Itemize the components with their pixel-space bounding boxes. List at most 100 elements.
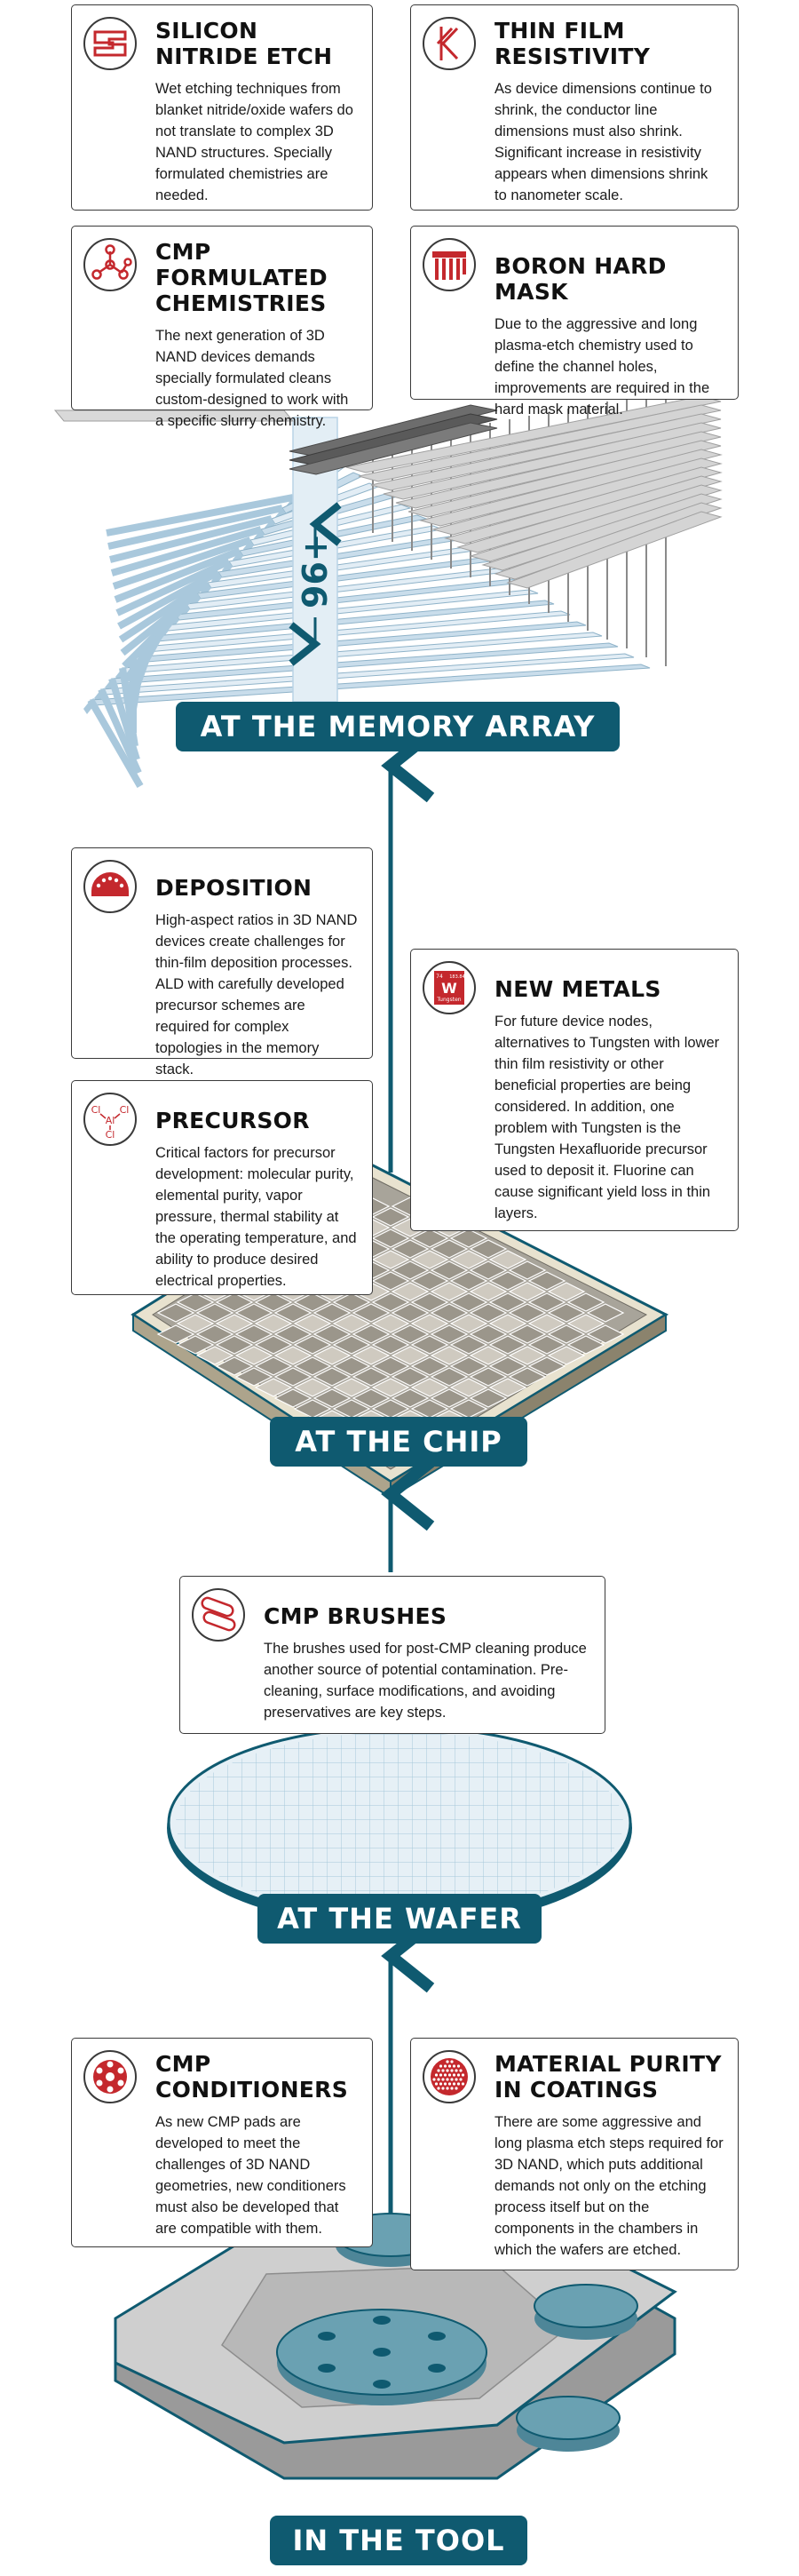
coating-dot [447, 2082, 452, 2086]
chip-cell [547, 1282, 586, 1301]
chip-cell [156, 1303, 195, 1323]
chip-cell [312, 1388, 352, 1408]
card-deposition: DEPOSITION High-aspect ratios in 3D NAND… [71, 847, 373, 1077]
chip-cell [508, 1303, 547, 1323]
chip-cell [273, 1388, 312, 1408]
word-line-beam [494, 502, 723, 580]
wafer-illustration [167, 1725, 632, 1928]
card-title-line2: CONDITIONERS [155, 2077, 349, 2103]
chip-cell [371, 1228, 410, 1248]
chip-cell [449, 1314, 488, 1333]
tungsten-name: Tungsten [436, 997, 461, 1003]
chip-cell [254, 1292, 293, 1312]
memory-stack-layers [83, 461, 651, 788]
chip-cell [469, 1388, 508, 1408]
tool-illustration [114, 2210, 677, 2480]
chip-cell [312, 1303, 352, 1323]
chip-cell [371, 1250, 410, 1269]
resistivity-icon [422, 16, 477, 71]
stage-banner-wafer: AT THE WAFER [257, 1894, 542, 1944]
chip-cell [449, 1292, 488, 1312]
chip-cell [391, 1260, 430, 1280]
card-body: Critical factors for precursor developme… [155, 1145, 357, 1289]
chip-cell [234, 1367, 273, 1387]
chip-cell [410, 1228, 449, 1248]
chip-cell [430, 1260, 469, 1280]
coating-dot [447, 2064, 452, 2068]
chip-cell [566, 1292, 605, 1312]
card-title: PRECURSOR [155, 1108, 310, 1133]
card-title-line1: CMP FORMULATED [155, 239, 328, 290]
stack-layer-left [110, 526, 263, 576]
chip-cell [449, 1271, 488, 1291]
conditioner-icon [83, 2049, 138, 2104]
chip-cell [410, 1292, 449, 1312]
chip-cell [527, 1335, 566, 1355]
chip-cell [234, 1303, 273, 1323]
word-line-beam [481, 493, 723, 571]
coating-dot [459, 2069, 463, 2072]
chip-cell [508, 1324, 547, 1344]
stage-banner-memory-array: AT THE MEMORY ARRAY [176, 702, 620, 751]
chip-cell [469, 1367, 508, 1387]
chip-cell [176, 1314, 215, 1333]
coating-dot [432, 2078, 436, 2081]
chip-cell [547, 1346, 586, 1365]
coating-dot [443, 2064, 447, 2068]
word-line-beam [383, 422, 722, 500]
chip-cell [547, 1324, 586, 1344]
stack-layer-left [117, 568, 220, 630]
card-body: As device dimensions continue to shrink,… [494, 81, 712, 203]
card-body: There are some aggressive and long plasm… [494, 2114, 724, 2258]
coating-dot [450, 2087, 454, 2090]
coating-dot [441, 2087, 445, 2090]
chip-cell [410, 1250, 449, 1269]
coating-dot [437, 2069, 440, 2072]
coating-dot [441, 2078, 445, 2081]
stack-layer-left [115, 558, 231, 616]
chip-cell [410, 1271, 449, 1291]
coating-dot [439, 2064, 443, 2068]
card-title: CMP BRUSHES [264, 1603, 447, 1629]
chip-cell [508, 1282, 547, 1301]
coating-dot [459, 2078, 463, 2081]
chip-cell [176, 1292, 215, 1312]
card-new-metals: 74 183.84 W Tungsten NEW METALS For futu… [410, 949, 739, 1231]
chip-cell [312, 1367, 352, 1387]
tungsten-symbol: W [441, 980, 457, 997]
chip-cell [273, 1303, 312, 1323]
tungsten-number: 74 [436, 974, 443, 980]
word-line-beam [419, 449, 723, 527]
chip-cell [332, 1314, 371, 1333]
chip-cell [547, 1303, 586, 1323]
chip-cell [410, 1356, 449, 1376]
chip-cell [430, 1367, 469, 1387]
card-title: DEPOSITION [155, 875, 312, 901]
coating-dot [456, 2073, 461, 2077]
chip-cell [352, 1367, 391, 1387]
chip-cell [273, 1346, 312, 1365]
word-line-beam [456, 475, 723, 553]
chip-cell [508, 1346, 547, 1365]
chip-cell [449, 1228, 488, 1248]
chip-cell [352, 1303, 391, 1323]
stack-layer-left [119, 667, 138, 747]
card-title-line1: MATERIAL PURITY [494, 2051, 722, 2077]
coating-dot [461, 2073, 465, 2077]
word-line-beam [431, 457, 723, 536]
chip-cell [371, 1207, 410, 1227]
chip-cell [508, 1260, 547, 1280]
card-title-line1: CMP [155, 2051, 211, 2077]
coating-dot [439, 2073, 443, 2077]
card-body: Wet etching techniques from blanket nitr… [155, 81, 353, 203]
coating-dot [447, 2073, 452, 2077]
chip-cell [293, 1378, 332, 1397]
chip-cell [312, 1324, 352, 1344]
chip-cell [566, 1314, 605, 1333]
coating-dot [455, 2069, 458, 2072]
chip-cell [469, 1260, 508, 1280]
molecule-icon [83, 237, 138, 292]
chip-cell [254, 1378, 293, 1397]
chip-cell [273, 1324, 312, 1344]
